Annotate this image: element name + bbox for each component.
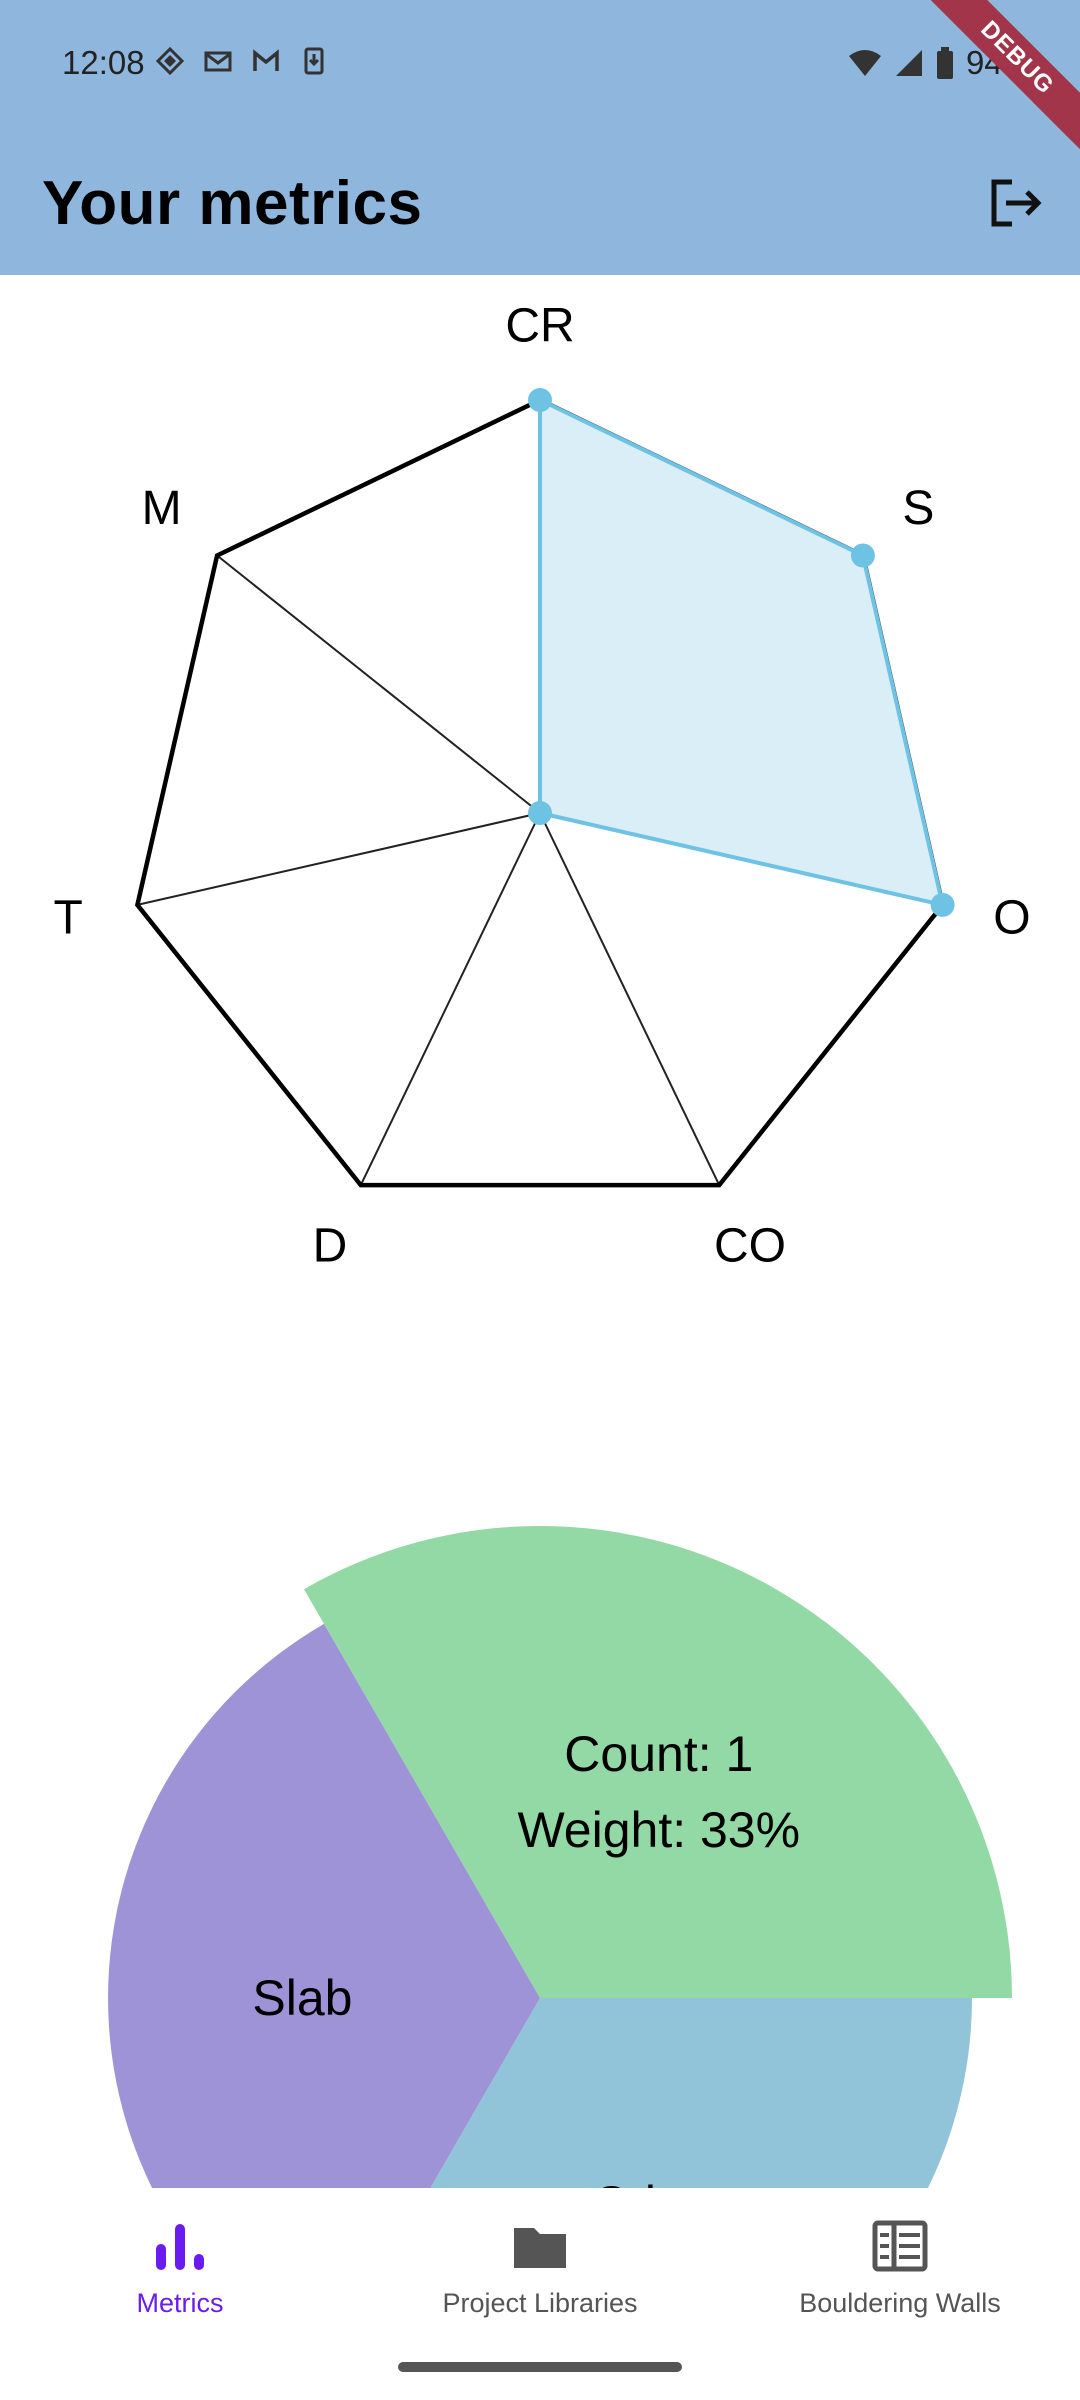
radar-point: [850, 543, 875, 568]
status-time: 12:08: [62, 44, 145, 81]
nav-metrics-label: Metrics: [136, 2288, 224, 2318]
radar-points: [528, 388, 955, 917]
nav-bouldering-walls[interactable]: Bouldering Walls: [750, 2218, 1050, 2319]
radar-axis-label: O: [993, 891, 1030, 944]
radar-data-area: [538, 396, 946, 908]
battery-icon: [936, 47, 953, 79]
app-bar: Your metrics: [0, 130, 1080, 275]
download-icon: [299, 46, 329, 76]
nav-metrics[interactable]: Metrics: [30, 2218, 330, 2319]
logout-icon: [991, 179, 1042, 227]
radar-spoke: [137, 812, 541, 906]
signal-icon: [895, 50, 922, 76]
radar-spoke: [216, 554, 541, 814]
radar-point: [528, 388, 552, 412]
radar-point: [528, 801, 552, 825]
notification-icon: [155, 46, 185, 76]
pie-slice[interactable]: [324, 1998, 972, 2188]
radar-axis-label: S: [902, 482, 934, 535]
nav-bouldering-walls-label: Bouldering Walls: [799, 2288, 1001, 2318]
nav-project-libraries[interactable]: Project Libraries: [390, 2218, 690, 2319]
pie-slice[interactable]: [108, 1623, 540, 2188]
wall-icon: [872, 2220, 928, 2272]
radar-chart: CR S O CO D T M: [53, 300, 1030, 1273]
pie-slice-label: Crimp: [592, 2176, 725, 2188]
radar-labels: CR S O CO D T M: [53, 300, 1030, 1273]
status-bar: 12:08 94%: [0, 0, 1080, 130]
gmail-icon: [251, 46, 281, 76]
nav-project-libraries-label: Project Libraries: [442, 2288, 638, 2318]
folder-icon: [514, 2228, 566, 2268]
pie-slice[interactable]: [304, 1525, 1012, 1998]
pie-slices: [108, 1525, 1012, 2188]
bar-chart-icon: [156, 2224, 204, 2270]
notification-icons: [155, 46, 329, 76]
pie-slice-label: Slab: [252, 1970, 352, 2026]
radar-axis-label: T: [53, 891, 82, 944]
status-right: 94%: [848, 44, 1032, 82]
logout-button[interactable]: [980, 168, 1050, 238]
radar-spoke: [539, 812, 721, 1186]
radar-spoke: [359, 812, 541, 1186]
wifi-icon: [848, 50, 881, 76]
battery-level: 94%: [965, 44, 1032, 81]
home-indicator[interactable]: [398, 2362, 682, 2372]
page-title: Your metrics: [42, 169, 423, 238]
radar-axis-label: CR: [505, 300, 574, 353]
mail-icon: [203, 46, 233, 76]
radar-axis-label: CO: [714, 1220, 786, 1273]
radar-axis-label: D: [313, 1220, 348, 1273]
radar-axis-label: M: [142, 482, 182, 535]
radar-point: [930, 892, 955, 917]
